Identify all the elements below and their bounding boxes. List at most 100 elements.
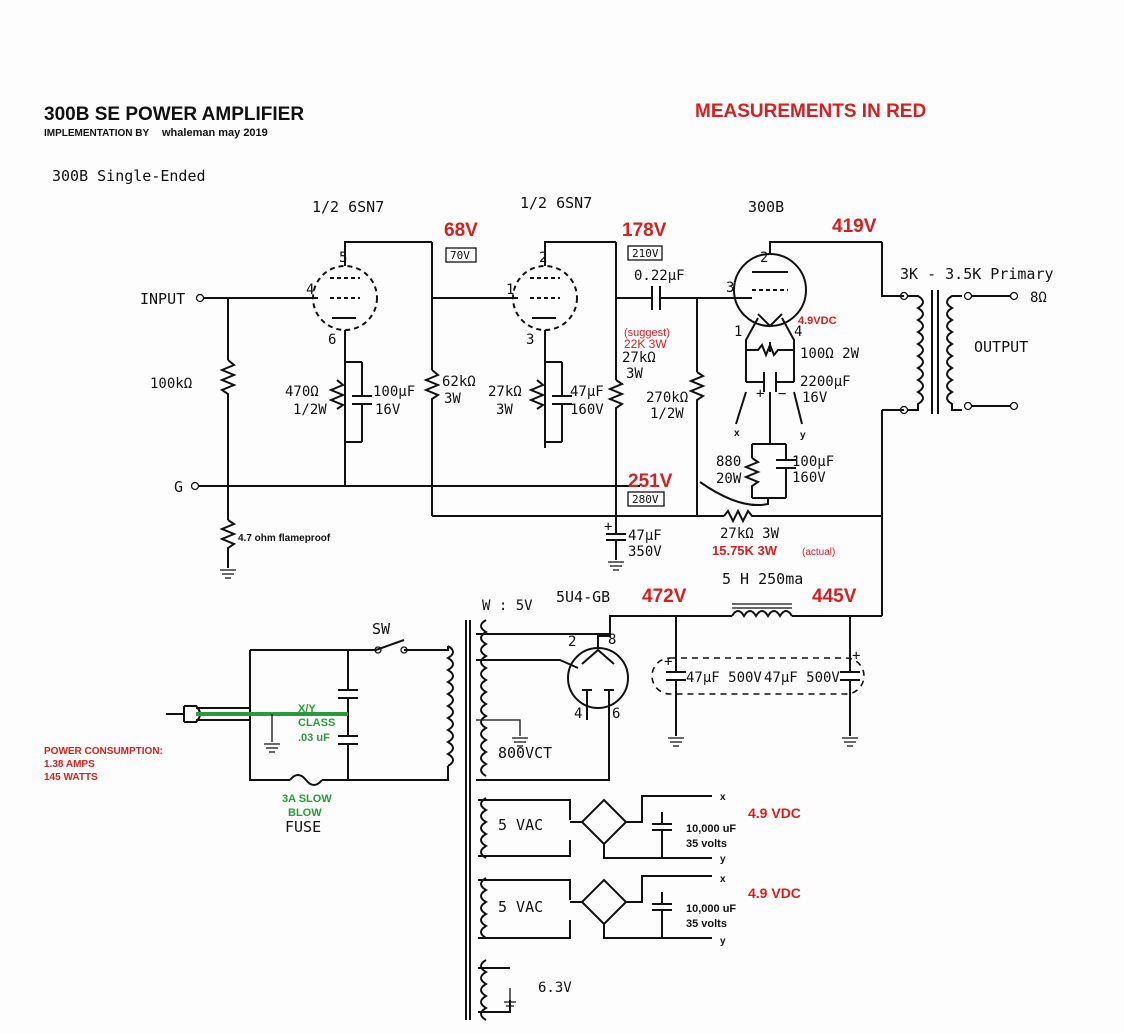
power-transformer-core — [465, 620, 471, 1020]
rect-out-measured: 472V — [642, 586, 687, 607]
svg-text:(actual): (actual) — [802, 547, 835, 558]
filament-leads — [735, 391, 803, 425]
svg-text:160V: 160V — [570, 402, 604, 418]
implementation-author: whaleman may 2019 — [161, 127, 268, 139]
svg-text:3W: 3W — [444, 391, 461, 407]
b-plus-mid-measured: 251V — [628, 471, 673, 492]
ground-terminal — [190, 481, 200, 491]
power-transformer-primary — [446, 645, 454, 767]
implementation-prefix: IMPLEMENTATION BY — [44, 128, 150, 139]
r-cathode3 — [743, 457, 761, 498]
svg-text:3W: 3W — [626, 366, 643, 382]
r-plate2 — [607, 379, 625, 520]
filament-measured: 4.9VDC — [798, 315, 837, 327]
v2-plate-wire — [544, 241, 616, 266]
svg-text:210V: 210V — [632, 247, 659, 260]
c-cathode2 — [552, 362, 572, 442]
power-transformer-secondary — [480, 619, 488, 777]
svg-text:6: 6 — [612, 706, 620, 722]
svg-text:1/2W: 1/2W — [650, 406, 684, 422]
svg-text:5: 5 — [339, 250, 347, 266]
svg-text:47μF 500V: 47μF 500V — [686, 670, 762, 686]
svg-text:+: + — [604, 519, 612, 535]
v2-tube — [512, 265, 578, 331]
power-amps: 1.38 AMPS — [44, 759, 95, 770]
c-decouple — [606, 520, 626, 560]
ground-label: G — [174, 478, 183, 496]
svg-text:2: 2 — [539, 250, 547, 266]
c-filter2 — [840, 616, 860, 736]
output-terminal-com — [1009, 401, 1019, 411]
svg-text:1: 1 — [506, 282, 514, 298]
svg-text:.03 uF: .03 uF — [298, 732, 330, 744]
svg-text:15.75K 3W: 15.75K 3W — [712, 543, 778, 558]
r-input-label: 100kΩ — [150, 376, 192, 392]
svg-text:100μF: 100μF — [792, 454, 834, 470]
svg-text:3: 3 — [726, 280, 734, 296]
output-transformer-primary — [908, 295, 924, 411]
heater-winding — [480, 959, 488, 1021]
svg-text:350V: 350V — [628, 544, 662, 560]
v2-label: 1/2 6SN7 — [520, 194, 592, 212]
svg-text:W : 5V: W : 5V — [482, 598, 533, 614]
svg-text:35 volts: 35 volts — [686, 838, 727, 850]
svg-text:FUSE: FUSE — [285, 818, 321, 836]
r-hum — [746, 342, 794, 358]
xy-class-caps — [338, 650, 358, 780]
svg-text:3A SLOW: 3A SLOW — [282, 793, 332, 805]
svg-text:470Ω: 470Ω — [285, 384, 319, 400]
svg-text:20W: 20W — [716, 471, 742, 487]
svg-text:4: 4 — [794, 324, 802, 340]
power-watts: 145 WATTS — [44, 772, 98, 783]
filter-cap-group — [651, 657, 865, 695]
c-rect2 — [652, 892, 672, 938]
r-plate1 — [423, 369, 441, 516]
svg-text:x: x — [720, 874, 726, 885]
svg-text:27kΩ 3W: 27kΩ 3W — [720, 526, 780, 542]
svg-text:(suggest): (suggest) — [624, 327, 670, 339]
svg-text:2: 2 — [568, 634, 576, 650]
bridge-rectifier-1 — [580, 798, 628, 846]
svg-text:100μF: 100μF — [373, 384, 415, 400]
svg-text:880: 880 — [716, 454, 741, 470]
svg-text:10,000 uF: 10,000 uF — [686, 903, 736, 915]
svg-text:BLOW: BLOW — [288, 807, 322, 819]
svg-text:+: + — [664, 654, 672, 670]
svg-text:800VCT: 800VCT — [498, 744, 552, 762]
dc-supply-2-measured: 4.9 VDC — [748, 885, 801, 901]
svg-text:270kΩ: 270kΩ — [646, 390, 688, 406]
svg-text:5 VAC: 5 VAC — [498, 898, 543, 916]
rect-tube — [567, 647, 629, 709]
svg-text:4: 4 — [306, 282, 314, 298]
mains-plug — [166, 705, 201, 723]
rect-tube-label: 5U4-GB — [556, 588, 610, 606]
page-title: 300B SE POWER AMPLIFIER — [44, 104, 304, 125]
svg-text:3: 3 — [526, 332, 534, 348]
svg-text:1/2W: 1/2W — [293, 402, 327, 418]
svg-text:5 VAC: 5 VAC — [498, 816, 543, 834]
svg-text:0.22μF: 0.22μF — [634, 268, 685, 284]
v1-tube — [312, 265, 378, 331]
svg-text:+: + — [756, 386, 764, 402]
r-input-ground-label: 4.7 ohm flameproof — [238, 533, 331, 544]
v1-plate-wire — [344, 241, 432, 266]
output-transformer-core — [931, 290, 939, 414]
schematic-title: 300B Single-Ended — [52, 167, 206, 185]
v3-plate-measured: 419V — [832, 216, 877, 237]
svg-text:22K 3W: 22K 3W — [624, 337, 667, 351]
svg-text:y: y — [720, 854, 726, 865]
v1-label: 1/2 6SN7 — [312, 198, 384, 216]
svg-text:SW: SW — [372, 620, 391, 638]
c-filter1 — [666, 616, 686, 736]
svg-text:16V: 16V — [375, 402, 401, 418]
svg-text:x: x — [720, 792, 726, 803]
svg-text:280V: 280V — [632, 493, 659, 506]
v2-plate-measured: 178V — [622, 220, 667, 241]
r-cathode2 — [528, 379, 546, 410]
power-switch — [250, 639, 449, 651]
c-cathode3 — [776, 459, 796, 498]
choke — [731, 610, 793, 618]
v2-orig-voltage-box — [627, 245, 663, 261]
